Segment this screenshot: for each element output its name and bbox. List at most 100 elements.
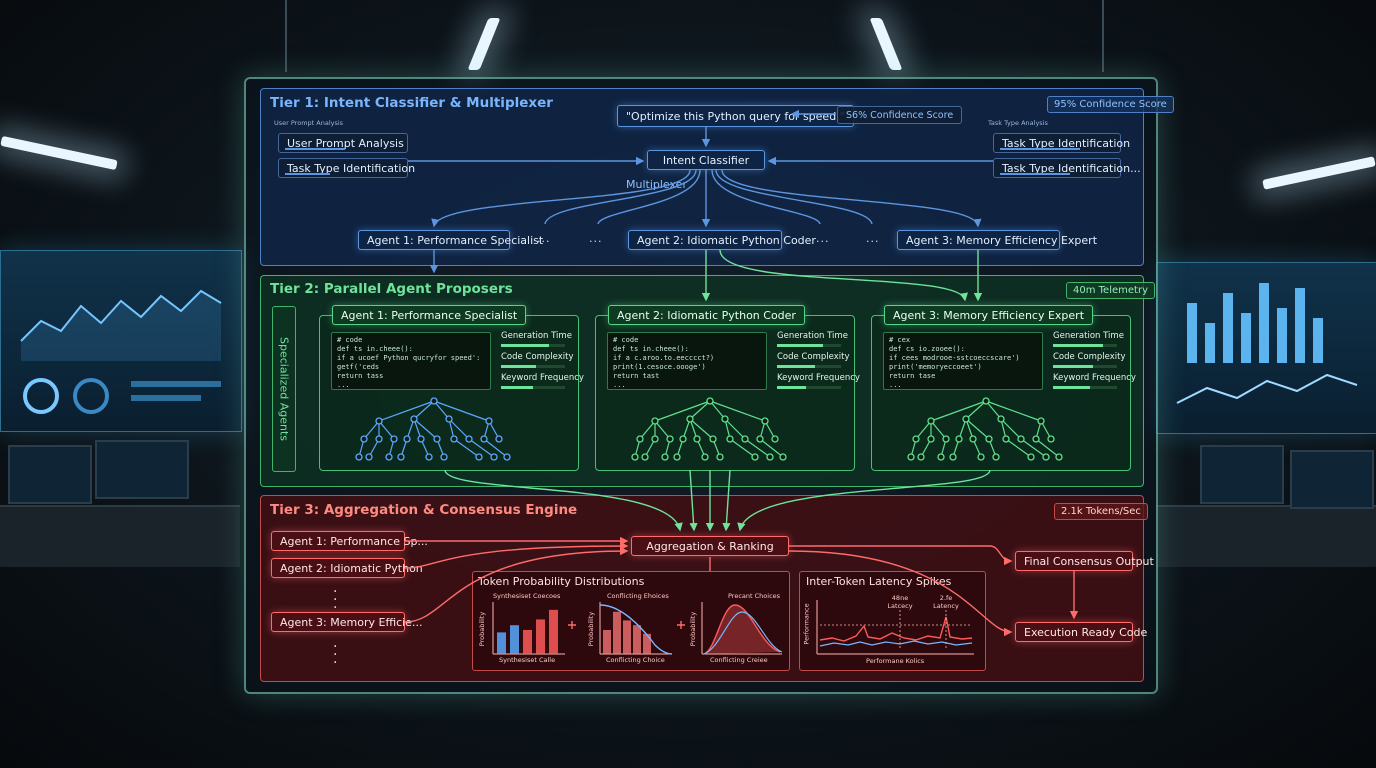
tree-node [397, 453, 405, 461]
tree-node [480, 435, 488, 443]
code-line: if a c.aroo.to.eecccct?) [613, 354, 715, 362]
confidence-score-label: S6% Confidence Score [837, 106, 963, 124]
tree-node [375, 417, 383, 425]
code-line: print('memoryeccoeet') [889, 363, 982, 371]
metric-label: Generation Time [501, 331, 572, 341]
progress-bar [285, 148, 345, 150]
metric-bar [1053, 386, 1117, 389]
ellipsis: ... [589, 232, 603, 245]
tree-node [666, 435, 674, 443]
tree-node [430, 397, 438, 405]
left-item-prompt-analysis[interactable]: User Prompt Analysis [278, 133, 408, 153]
tree-node [661, 453, 669, 461]
tree-node [355, 453, 363, 461]
tree-node [641, 453, 649, 461]
tree-node [1047, 435, 1055, 443]
execution-ready-code[interactable]: Execution Ready Code [1015, 622, 1147, 642]
code-line: def cs io.zooee(): [889, 345, 965, 353]
tree-node [927, 417, 935, 425]
tree-node [410, 415, 418, 423]
tree-node [927, 435, 935, 443]
prompt-box[interactable]: "Optimize this Python query for speed." [617, 105, 854, 127]
tree-node [679, 435, 687, 443]
tree-node [716, 453, 724, 461]
final-consensus-output[interactable]: Final Consensus Output [1015, 551, 1154, 571]
tree-node [721, 415, 729, 423]
tier1-agent-2[interactable]: Agent 2: Idiomatic Python Coder [628, 230, 816, 250]
token-y-label-3: Probability [689, 611, 698, 647]
tier2-title: Tier 2: Parallel Agent Proposers [270, 281, 513, 297]
tier1-title: Tier 1: Intent Classifier & Multiplexer [270, 95, 553, 111]
token-sub-label-2: Conflicting Ehoices [607, 592, 669, 600]
tree-node [631, 453, 639, 461]
metric-label: Keyword Frequency [1053, 373, 1136, 383]
agent-tree-diagram [355, 397, 511, 461]
progress-bar [285, 173, 330, 175]
multiplexer-label: Multiplexer [626, 178, 687, 191]
code-line: getf('ceds [337, 363, 380, 371]
metric-bar [501, 344, 565, 347]
tree-node [673, 453, 681, 461]
left-item-label: Task Type Identification [287, 162, 416, 175]
tree-node [912, 435, 920, 443]
tree-node [917, 453, 925, 461]
tier3-input-agent-3[interactable]: Agent 3: Memory Efficie... [271, 612, 422, 632]
right-caption: Task Type Analysis [988, 119, 1048, 127]
tier1-agent-1[interactable]: Agent 1: Performance Specialist [358, 230, 543, 250]
tree-node [1002, 435, 1010, 443]
tree-node [985, 435, 993, 443]
telemetry-badge: 40m Telemetry [1066, 282, 1155, 299]
metric-label: Code Complexity [501, 352, 574, 362]
tree-node [761, 417, 769, 425]
tree-node [701, 453, 709, 461]
ellipsis: ... [816, 232, 830, 245]
tier3-input-agent-2[interactable]: Agent 2: Idiomatic Python [271, 558, 423, 578]
left-item-task-type[interactable]: Task Type Identification [278, 158, 415, 178]
aggregation-ranking-node[interactable]: Aggregation & Ranking [631, 536, 789, 556]
tree-node [1032, 435, 1040, 443]
metric-bar [501, 365, 565, 368]
metric-bar [777, 386, 841, 389]
tree-node [440, 453, 448, 461]
tree-node [977, 453, 985, 461]
token-x-label-3: Conflicting Creiee [710, 656, 768, 664]
monitor [1290, 450, 1374, 509]
side-screen-left [0, 250, 242, 432]
latency-panel-title: Inter-Token Latency Spikes [806, 575, 952, 588]
right-item-task-type-2[interactable]: Task Type Identification... [993, 158, 1141, 178]
code-line: if a ucoef Python qucryfor speed': [337, 354, 481, 362]
code-line: return tast [613, 372, 660, 380]
tree-node [955, 435, 963, 443]
tree-node [962, 415, 970, 423]
right-item-task-type-1[interactable]: Task Type Identification [993, 133, 1130, 153]
agent-card-title[interactable]: Agent 3: Memory Efficiency Expert [884, 305, 1094, 325]
ceiling-light [869, 18, 903, 70]
code-line: ... [889, 381, 902, 389]
left-item-label: User Prompt Analysis [287, 137, 404, 150]
tree-node [706, 397, 714, 405]
tree-node [503, 453, 511, 461]
tree-node [907, 453, 915, 461]
tier1-agent-3[interactable]: Agent 3: Memory Efficiency Expert [897, 230, 1097, 250]
metric-bar [501, 386, 565, 389]
intent-classifier-node[interactable]: Intent Classifier [647, 150, 765, 170]
tree-node [365, 453, 373, 461]
tree-node [942, 435, 950, 443]
code-line: return tass [337, 372, 384, 380]
tree-node [465, 435, 473, 443]
vertical-label-text: Specialized Agents [277, 336, 291, 442]
specialized-agents-label: Specialized Agents [272, 306, 296, 472]
metric-bar [1053, 344, 1117, 347]
tier3-input-agent-1[interactable]: Agent 1: Performance Sp... [271, 531, 428, 551]
tree-node [741, 435, 749, 443]
right-item-label: Task Type Identification... [1002, 162, 1141, 175]
agent-card-title[interactable]: Agent 1: Performance Specialist [332, 305, 527, 325]
code-line: print(1.cesoce.oooge') [613, 363, 706, 371]
agent-card-title[interactable]: Agent 2: Idiomatic Python Coder [608, 305, 805, 325]
tree-node [969, 435, 977, 443]
token-y-label-1: Probability [478, 611, 487, 647]
code-line: def ts in.cheee(): [613, 345, 689, 353]
metric-label: Keyword Frequency [777, 373, 860, 383]
desk-left [0, 505, 240, 567]
